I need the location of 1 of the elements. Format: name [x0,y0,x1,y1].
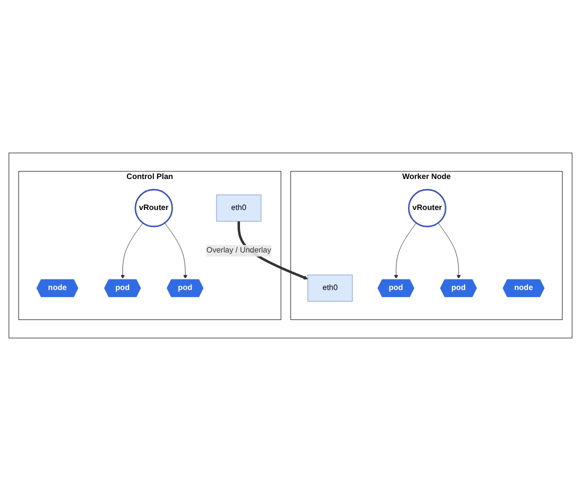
cluster [8,152,572,338]
